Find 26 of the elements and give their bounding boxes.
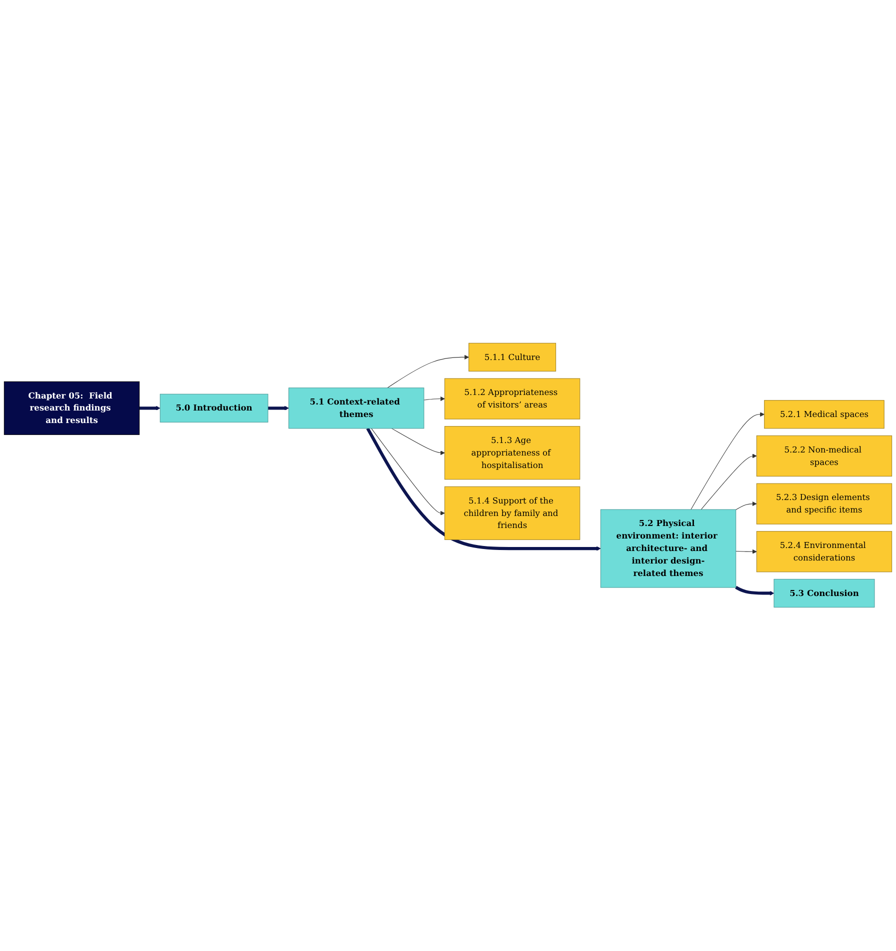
arrow <box>139 406 160 411</box>
node-box <box>774 579 875 608</box>
arrow <box>387 355 470 388</box>
arrow <box>366 428 601 552</box>
arrow <box>424 396 445 402</box>
arrow <box>735 586 774 596</box>
node-box <box>444 486 580 540</box>
node-box <box>600 510 736 588</box>
arrow <box>736 502 757 510</box>
node-box <box>444 378 580 420</box>
flowchart-diagram: Chapter 05: Field research findings and results 5.0 Introduction 5.1 Context-related themes 5.1.1 Culture 5.1.2 Appropriateness of visitors’ areas 5.1.3 Age appropriateness of hospitalisation 5.1.4 Support of the children by family and friends 5.2 Physical environment: interior architecture- and interior design-related themes 5.2.1 Medical spaces 5.2.2 Non-medical spaces 5.2.3 Design elements and specific items 5.2.4 Environmental considerations 5.3 Conclusion <box>0 339 896 612</box>
node-box <box>4 382 140 436</box>
arrow <box>736 550 757 554</box>
node-box <box>756 531 892 572</box>
arrow <box>371 428 445 516</box>
arrow <box>391 428 445 456</box>
node-box <box>468 343 556 372</box>
node-box <box>764 400 884 429</box>
arrow <box>268 406 289 411</box>
node-box <box>288 388 424 429</box>
arrow <box>700 454 757 510</box>
node-box <box>160 394 268 423</box>
node-box <box>756 436 892 477</box>
node-box <box>444 426 580 480</box>
node-box <box>756 484 892 525</box>
arrow <box>690 412 765 510</box>
